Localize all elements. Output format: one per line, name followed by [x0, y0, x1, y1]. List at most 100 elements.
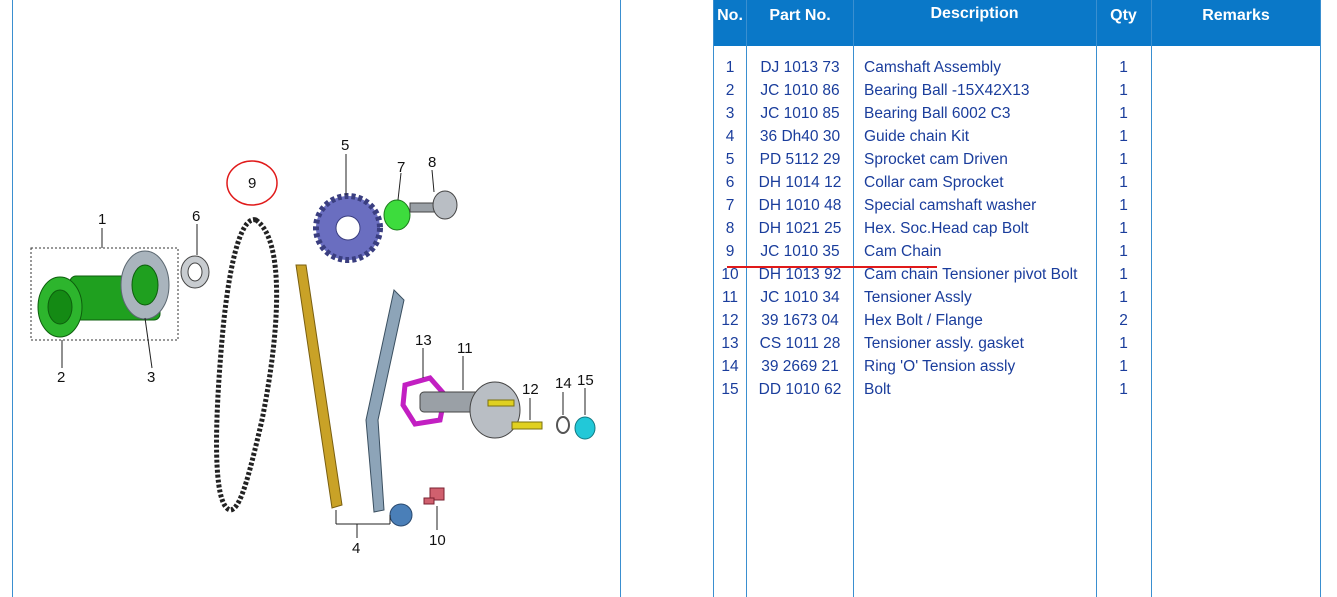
header-part-no: Part No. — [769, 7, 831, 24]
callout-12: 12 — [522, 381, 539, 398]
row-qty: 1 — [1119, 335, 1128, 352]
leader-lines — [61, 154, 586, 538]
row-number: 9 — [725, 243, 735, 260]
sprocket-cam-driven — [313, 193, 383, 263]
table-row: 9 JC 1010 35 Cam Chain 1 — [713, 243, 1321, 266]
row-description: Sprocket cam Driven — [864, 151, 1008, 168]
row-qty: 1 — [1119, 174, 1128, 191]
col-divider — [713, 0, 714, 597]
callout-2: 2 — [57, 369, 65, 386]
row-qty: 1 — [1119, 243, 1128, 260]
row-description: Hex Bolt / Flange — [864, 312, 983, 329]
page-left-border — [12, 0, 13, 597]
row-description: Bearing Ball -15X42X13 — [864, 82, 1030, 99]
row-part-no: DD 1010 62 — [758, 381, 842, 398]
row-part-no: DH 1013 92 — [758, 266, 842, 283]
row-description: Camshaft Assembly — [864, 59, 1001, 76]
collar-cam-sprocket — [180, 255, 210, 289]
row-part-no: 39 2669 21 — [761, 358, 839, 375]
row-qty: 1 — [1119, 59, 1128, 76]
row-qty: 1 — [1119, 266, 1128, 283]
table-row: 15 DD 1010 62 Bolt 1 — [713, 381, 1321, 404]
table-row: 12 39 1673 04 Hex Bolt / Flange 2 — [713, 312, 1321, 335]
header-no: No. — [717, 7, 743, 24]
col-divider — [853, 0, 854, 597]
row-number: 7 — [725, 197, 735, 214]
row-part-no: DH 1010 48 — [758, 197, 842, 214]
row-description: Bolt — [864, 381, 891, 398]
table-header: No. Part No. Description Qty Remarks — [713, 0, 1321, 46]
row-description: Bearing Ball 6002 C3 — [864, 105, 1011, 122]
row-number: 12 — [721, 312, 739, 329]
row-description: Cam Chain — [864, 243, 942, 260]
callout-6: 6 — [192, 208, 200, 225]
row-part-no: DJ 1013 73 — [760, 59, 840, 76]
col-divider — [1096, 0, 1097, 597]
row-qty: 1 — [1119, 105, 1128, 122]
row-description: Guide chain Kit — [864, 128, 970, 145]
o-ring — [556, 416, 570, 434]
callout-14: 14 — [555, 375, 572, 392]
table-row: 6 DH 1014 12 Collar cam Sprocket 1 — [713, 174, 1321, 197]
red-circle-highlight — [226, 160, 278, 206]
cam-chain — [214, 217, 280, 513]
row-description: Hex. Soc.Head cap Bolt — [864, 220, 1029, 237]
parts-table: No. Part No. Description Qty Remarks 1 DJ… — [713, 0, 1321, 597]
row-qty: 1 — [1119, 358, 1128, 375]
row-qty: 1 — [1119, 381, 1128, 398]
table-row: 13 CS 1011 28 Tensioner assly. gasket 1 — [713, 335, 1321, 358]
tensioner-gasket — [400, 375, 448, 427]
row-description: Tensioner Assly — [864, 289, 972, 306]
row-description: Collar cam Sprocket — [864, 174, 1004, 191]
row-description: Tensioner assly. gasket — [864, 335, 1024, 352]
row-part-no: PD 5112 29 — [759, 151, 841, 168]
tensioner-bolt — [574, 416, 596, 440]
row-qty: 1 — [1119, 82, 1128, 99]
pivot-bolt — [423, 487, 445, 505]
guide-chain-kit — [295, 264, 413, 527]
callout-3: 3 — [147, 369, 155, 386]
row-qty: 1 — [1119, 128, 1128, 145]
red-underline-row-9 — [727, 266, 937, 268]
col-divider — [1320, 0, 1321, 597]
row-description: Cam chain Tensioner pivot Bolt — [864, 266, 1078, 283]
row-number: 15 — [721, 381, 739, 398]
row-description: Special camshaft washer — [864, 197, 1037, 214]
callout-7: 7 — [397, 159, 405, 176]
row-part-no: 39 1673 04 — [761, 312, 839, 329]
row-qty: 1 — [1119, 151, 1128, 168]
col-divider — [1151, 0, 1152, 597]
row-part-no: JC 1010 35 — [760, 243, 840, 260]
col-divider — [746, 0, 747, 597]
tensioner-assembly — [419, 381, 521, 439]
callout-9: 9 — [248, 175, 256, 192]
callout-8: 8 — [428, 154, 436, 171]
hex-bolt-flange — [487, 399, 543, 430]
row-part-no: CS 1011 28 — [759, 335, 841, 352]
row-number: 13 — [721, 335, 739, 352]
exploded-parts-diagram: 1 2 3 4 5 6 7 8 9 10 11 12 13 14 15 — [30, 137, 596, 557]
row-qty: 1 — [1119, 220, 1128, 237]
header-remarks: Remarks — [1202, 7, 1270, 24]
callout-11: 11 — [457, 340, 473, 357]
callout-5: 5 — [341, 137, 349, 154]
row-part-no: JC 1010 34 — [760, 289, 840, 306]
row-number: 14 — [721, 358, 739, 375]
row-number: 1 — [725, 59, 735, 76]
row-number: 5 — [725, 151, 735, 168]
page-divider — [620, 0, 621, 597]
row-number: 10 — [721, 266, 739, 283]
row-qty: 2 — [1119, 312, 1128, 329]
row-part-no: 36 Dh40 30 — [759, 128, 841, 145]
callout-4: 4 — [352, 540, 360, 557]
row-number: 6 — [725, 174, 735, 191]
row-part-no: JC 1010 86 — [760, 82, 840, 99]
row-part-no: DH 1014 12 — [758, 174, 842, 191]
row-qty: 1 — [1119, 289, 1128, 306]
row-number: 4 — [725, 128, 735, 145]
camshaft-assembly — [30, 247, 179, 341]
table-row: 1 DJ 1013 73 Camshaft Assembly 1 — [713, 59, 1321, 82]
